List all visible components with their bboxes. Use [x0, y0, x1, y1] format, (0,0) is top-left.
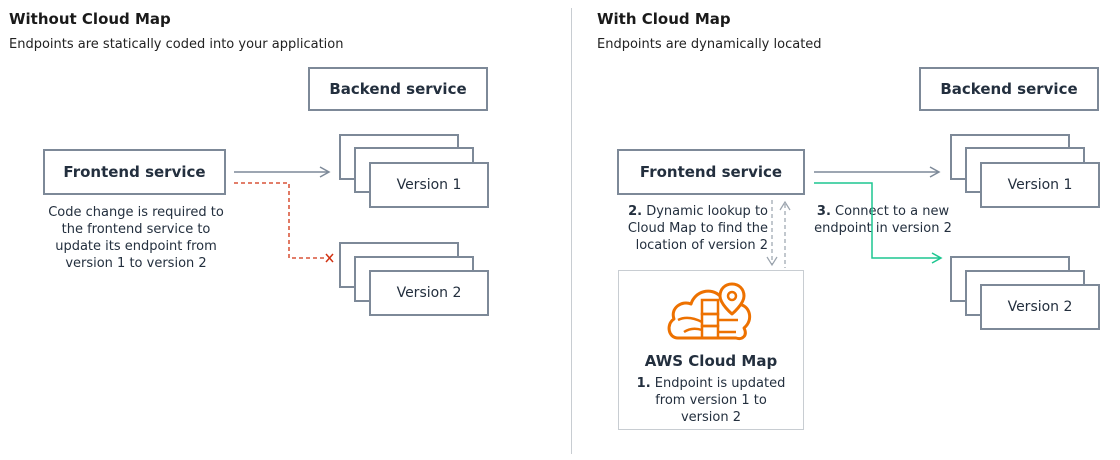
step2-line: Cloud Map to find the [627, 221, 768, 236]
left-caption-line: Code change is required to [48, 205, 224, 220]
left-version2-box: Version 2 [369, 270, 489, 316]
left-caption-line: update its endpoint from [55, 239, 217, 254]
left-subtitle: Endpoints are statically coded into your… [9, 37, 344, 52]
left-version1-box: Version 1 [369, 162, 489, 208]
step1-line: 1. Endpoint is updated [618, 375, 804, 392]
cloud-map-title: AWS Cloud Map [644, 352, 778, 370]
step1-line: version 2 [680, 410, 742, 425]
right-title: With Cloud Map [597, 10, 731, 28]
left-broken-connection [234, 182, 326, 259]
step1-line: from version 1 to [655, 393, 767, 408]
step2-line: 2. Dynamic lookup to [610, 203, 768, 220]
cloud-map-icon [667, 282, 752, 340]
step2-caption: 2. Dynamic lookup to Cloud Map to find t… [610, 203, 768, 254]
step1-text: Endpoint is updated [650, 376, 786, 391]
step2-text: Dynamic lookup to [642, 204, 768, 219]
lookup-down-arrow [766, 200, 778, 267]
step1-caption: 1. Endpoint is updated from version 1 to… [618, 375, 804, 426]
step2-number: 2. [628, 204, 643, 219]
right-subtitle: Endpoints are dynamically located [597, 37, 822, 52]
panel-divider [571, 8, 572, 454]
lookup-up-arrow [779, 200, 791, 268]
left-title: Without Cloud Map [9, 10, 171, 28]
right-static-arrow [814, 166, 941, 178]
left-caption: Code change is required to the frontend … [36, 204, 236, 272]
step3-caption: 3. Connect to a new endpoint in version … [806, 203, 960, 237]
left-frontend-service-box: Frontend service [43, 149, 226, 195]
right-version1-box: Version 1 [980, 162, 1100, 208]
step3-number: 3. [816, 204, 831, 219]
step2-line: location of version 2 [635, 238, 768, 253]
left-static-arrow [234, 166, 331, 178]
x-mark-icon [325, 253, 334, 263]
cloud-map-box [618, 270, 804, 430]
left-backend-service-box: Backend service [308, 67, 488, 111]
right-version2-box: Version 2 [980, 284, 1100, 330]
left-caption-line: version 1 to version 2 [65, 256, 207, 271]
green-connect-arrow [814, 182, 943, 264]
step3-text: Connect to a new [830, 204, 950, 219]
right-backend-service-box: Backend service [919, 67, 1099, 111]
step3-line: 3. Connect to a new [806, 203, 960, 220]
step1-number: 1. [636, 376, 651, 391]
step3-line: endpoint in version 2 [814, 221, 952, 236]
right-frontend-service-box: Frontend service [617, 149, 805, 195]
left-caption-line: the frontend service to [61, 222, 211, 237]
